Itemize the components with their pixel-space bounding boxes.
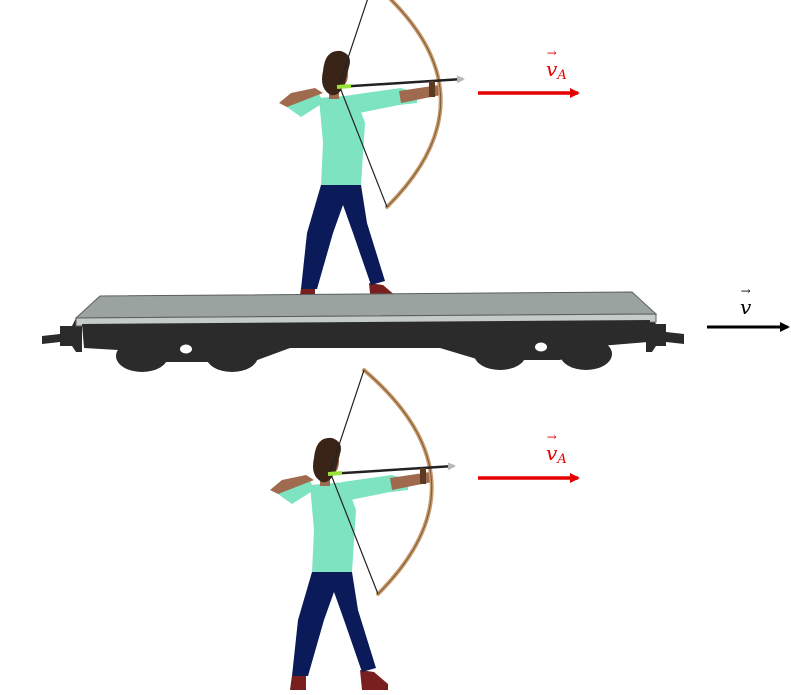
car-velocity-label: v: [740, 285, 752, 317]
vector-subscript: A: [557, 452, 567, 467]
archer-on-flatcar: [279, 0, 463, 303]
archer-velocity-label-top: vA: [546, 47, 567, 83]
vector-subscript: A: [557, 68, 567, 83]
vector-symbol: v: [546, 47, 558, 79]
flatcar: [42, 291, 684, 372]
vector-symbol: v: [740, 285, 752, 317]
archer-on-ground: [270, 370, 454, 690]
vector-symbol: v: [546, 431, 558, 463]
archer-velocity-label-bottom: vA: [546, 431, 567, 467]
